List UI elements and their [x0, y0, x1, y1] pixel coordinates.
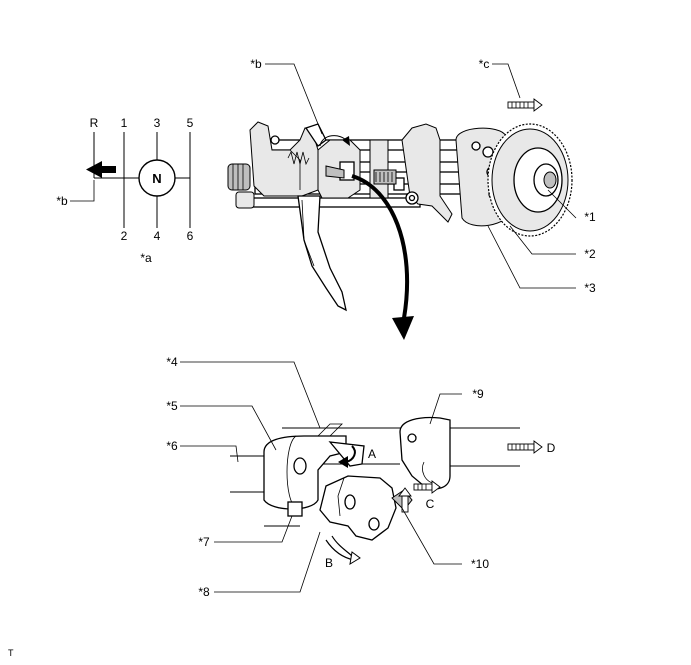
- detent-spring: [287, 150, 310, 166]
- shift-inner-lever: [319, 475, 397, 541]
- shift-lever: [304, 123, 327, 147]
- callout-8: *8: [198, 585, 210, 599]
- callout-leader-b-top: [265, 63, 323, 135]
- callout-leader-5: [180, 405, 277, 451]
- callout-4: *4: [166, 355, 178, 369]
- neutral-circle: [138, 159, 176, 197]
- callout-2: *2: [584, 247, 596, 261]
- callout-leader-9: [429, 393, 462, 425]
- shift-shaft-bottom: [239, 197, 421, 208]
- reverse-gear: [487, 123, 573, 237]
- gear-2-label: 2: [121, 229, 128, 243]
- gear-1-label: 1: [121, 116, 128, 130]
- gear-r-label: R: [90, 116, 99, 130]
- detail-curved-arrow: [351, 174, 414, 340]
- detail-view: A B C D: [230, 416, 556, 570]
- shift-pawl: [328, 441, 365, 467]
- callout-leader-7: [214, 515, 293, 543]
- callout-c: *c: [479, 57, 490, 71]
- callout-leader-3: [487, 225, 576, 289]
- callout-leader-10: [401, 507, 462, 565]
- callout-leader-1: [547, 189, 577, 219]
- gear-3-label: 3: [154, 116, 161, 130]
- callout-leader-c: [492, 63, 521, 99]
- shift-head-left-detail: [263, 435, 347, 510]
- callout-leader-4: [180, 361, 321, 429]
- neutral-label: N: [152, 171, 161, 186]
- shift-fork-lower: [297, 195, 347, 312]
- gear-4-label: 4: [154, 229, 161, 243]
- callout-leader-2: [509, 225, 576, 255]
- direction-arrow-d: [507, 440, 543, 454]
- gear-5-label: 5: [187, 116, 194, 130]
- callout-1: *1: [584, 210, 596, 224]
- gear-6-label: 6: [187, 229, 194, 243]
- callout-leader-6: [180, 445, 239, 463]
- callout-7: *7: [198, 535, 210, 549]
- splined-shaft-end: [227, 163, 251, 191]
- footer-mark: T: [8, 648, 14, 658]
- shift-pattern-label: *a: [140, 251, 152, 265]
- shift-head-right-detail: [399, 416, 451, 490]
- callout-5: *5: [166, 399, 178, 413]
- arrow-letter-c: C: [426, 497, 435, 511]
- callout-leader-b-left: [70, 180, 95, 202]
- arrow-letter-d: D: [547, 441, 556, 455]
- callout-leader-8: [214, 531, 321, 593]
- shift-pattern: N R 1 3 5 2 4 6 *b *a: [56, 116, 193, 265]
- arrow-letter-a: A: [368, 447, 376, 461]
- shift-fork-assembly: [227, 121, 573, 312]
- callout-10: *10: [471, 557, 489, 571]
- callout-6: *6: [166, 439, 178, 453]
- callout-3: *3: [584, 281, 596, 295]
- direction-arrow-c: [507, 98, 543, 112]
- callout-b-top: *b: [250, 57, 262, 71]
- callout-9: *9: [472, 387, 484, 401]
- callout-b-left: *b: [56, 194, 68, 208]
- shift-head-left: [249, 121, 319, 197]
- arrow-letter-b: B: [325, 556, 333, 570]
- interlock-block: [287, 501, 303, 517]
- shift-direction-arrow: [86, 161, 116, 178]
